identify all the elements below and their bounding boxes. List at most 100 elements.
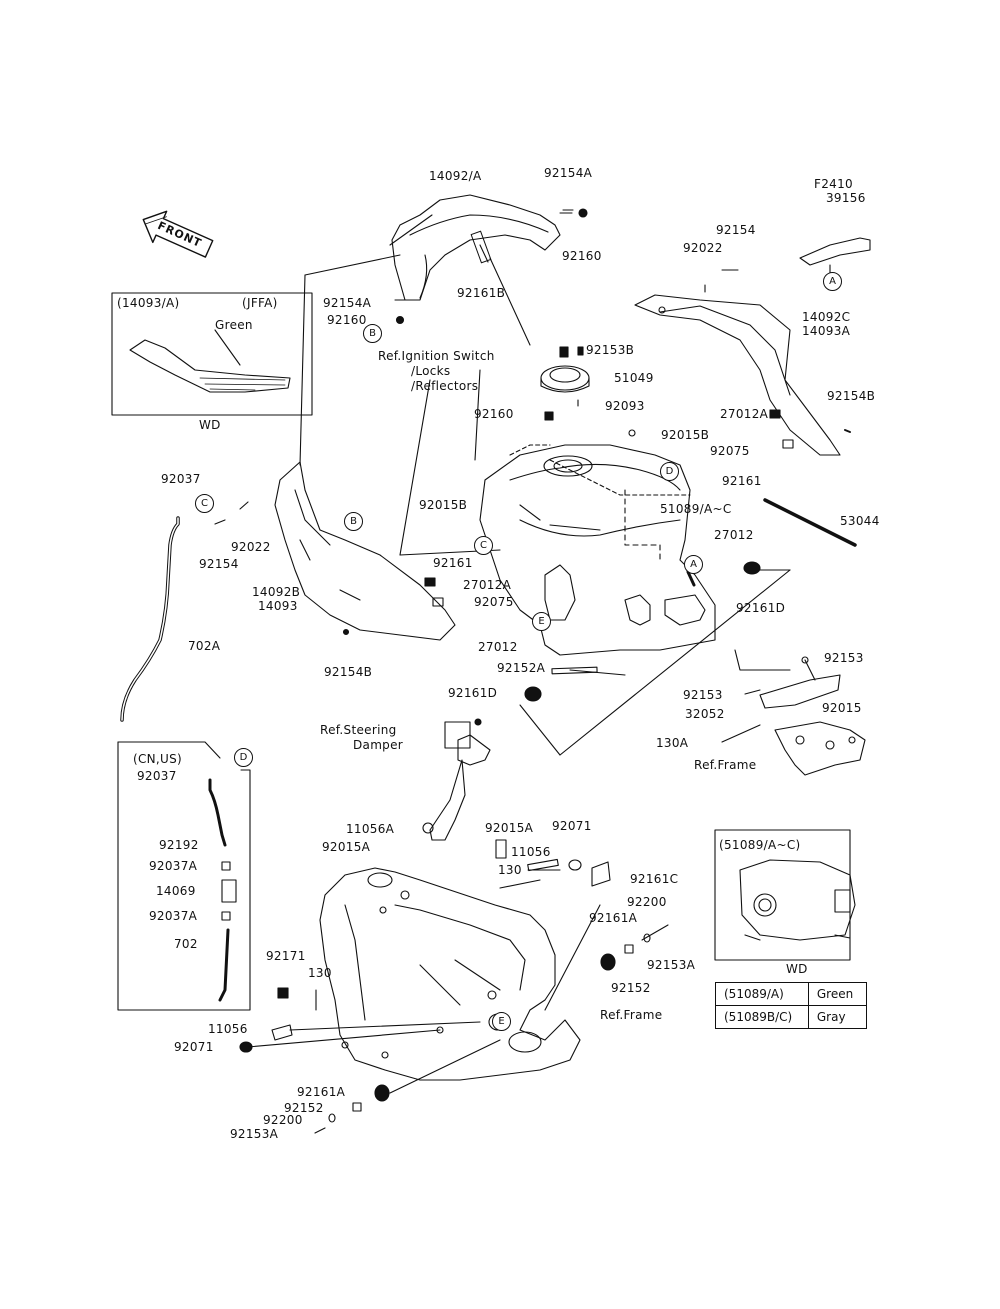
jffa-box-frame: [111, 292, 313, 416]
part-label: 92192: [159, 838, 199, 852]
part-label: 92071: [552, 819, 592, 833]
frame-bracket-shape: [774, 721, 866, 776]
part-label: 11056: [511, 845, 551, 859]
part-label: 11056: [208, 1022, 248, 1036]
ref-ignition-2: /Locks: [411, 364, 451, 378]
part-label: 130A: [656, 736, 689, 750]
part-label: 92075: [474, 595, 514, 609]
part-label: 32052: [685, 707, 725, 721]
part-label: 92022: [231, 540, 271, 554]
damper-shape: [429, 759, 466, 841]
ref-steering-1: Ref.Steering: [320, 723, 397, 737]
part-label: 92015B: [419, 498, 468, 512]
part-label: 92154: [716, 223, 756, 237]
part-label: 92093: [605, 399, 645, 413]
part-label: 92200: [263, 1113, 303, 1127]
part-label: 92153: [824, 651, 864, 665]
part-label: 92154B: [324, 665, 373, 679]
part-label: 92071: [174, 1040, 214, 1054]
part-label: 92015: [822, 701, 862, 715]
part-label: 92037: [137, 769, 177, 783]
part-label: 92161: [433, 556, 473, 570]
part-label: 92160: [327, 313, 367, 327]
jffa-color: Green: [215, 318, 253, 332]
part-label: 92171: [266, 949, 306, 963]
callout-e-tank: E: [532, 612, 551, 631]
part-label: 92153A: [230, 1127, 279, 1141]
part-label: 92161C: [630, 872, 679, 886]
side-cover-left-shape: [274, 461, 456, 641]
part-label: 92152: [611, 981, 651, 995]
part-label: 92161A: [297, 1085, 346, 1099]
part-label: 92200: [627, 895, 667, 909]
front-arrow-icon: [142, 210, 214, 258]
part-label: 14093: [258, 599, 298, 613]
part-label: 27012A: [720, 407, 769, 421]
part-label: 92161D: [448, 686, 498, 700]
part-label: 702: [174, 937, 198, 951]
part-label: 92161B: [457, 286, 506, 300]
table-cell-color: Green: [807, 982, 868, 1006]
part-label: 14092B: [252, 585, 301, 599]
part-label: 92160: [474, 407, 514, 421]
callout-c-tank: C: [474, 536, 493, 555]
diagram-code: F2410: [814, 177, 853, 191]
ref-frame-bottom: Ref.Frame: [600, 1008, 663, 1022]
bolt-92161b-line: [479, 244, 489, 263]
table-cell-color: Gray: [807, 1005, 868, 1029]
part-label: 92037A: [149, 909, 198, 923]
tank-box-part: (51089/A~C): [719, 838, 801, 852]
callout-b-left: B: [344, 512, 363, 531]
table-cell-part: (51089B/C): [715, 1005, 809, 1029]
rear-cover-right-shape: [634, 294, 841, 456]
part-label: 92015A: [322, 840, 371, 854]
strip-53044-shape: [763, 498, 857, 547]
fuel-tank-shape: [479, 444, 716, 656]
color-table: (51089/A) Green (51089B/C) Gray: [715, 982, 868, 1029]
part-label: 92152: [284, 1101, 324, 1115]
bracket-32052-shape: [759, 674, 841, 709]
callout-a-top: A: [823, 272, 842, 291]
part-label: 51089/A~C: [660, 502, 732, 516]
green-cover-shape: [129, 329, 291, 393]
table-row: (51089B/C) Gray: [715, 1005, 868, 1029]
part-label: 14092/A: [429, 169, 482, 183]
part-label: 27012: [714, 528, 754, 542]
part-label: 14092C: [802, 310, 851, 324]
part-label: 92161: [722, 474, 762, 488]
part-label: 92022: [683, 241, 723, 255]
table-row: (51089/A) Green: [715, 982, 868, 1006]
part-label: 92160: [562, 249, 602, 263]
part-label: 27012: [478, 640, 518, 654]
part-label: 92037: [161, 472, 201, 486]
tank-box-footer: WD: [786, 962, 808, 976]
part-label: 11056A: [346, 822, 395, 836]
part-label: 92161D: [736, 601, 786, 615]
tank-thumb-shape: [739, 859, 856, 941]
callout-d-left: D: [234, 748, 253, 767]
table-cell-part: (51089/A): [715, 982, 809, 1006]
part-label: 27012A: [463, 578, 512, 592]
callout-b-top: B: [363, 324, 382, 343]
part-label: 92152A: [497, 661, 546, 675]
part-label: 14093A: [802, 324, 851, 338]
part-label: 92075: [710, 444, 750, 458]
part-14069-shape: [221, 879, 237, 903]
part-label: 92015B: [661, 428, 710, 442]
part-label: 130: [498, 863, 522, 877]
callout-c-left: C: [195, 494, 214, 513]
part-label: 92154A: [323, 296, 372, 310]
part-label: 14069: [156, 884, 196, 898]
part-label: 39156: [826, 191, 866, 205]
part-label: 53044: [840, 514, 880, 528]
main-frame-shape: [319, 867, 581, 1081]
callout-d-tank: D: [660, 462, 679, 481]
part-label: 92153A: [647, 958, 696, 972]
part-label: 51049: [614, 371, 654, 385]
callout-e-frame: E: [492, 1012, 511, 1031]
jffa-market: (JFFA): [242, 296, 278, 310]
part-label: 130: [308, 966, 332, 980]
part-label: 92015A: [485, 821, 534, 835]
ref-ignition-3: /Reflectors: [411, 379, 479, 393]
